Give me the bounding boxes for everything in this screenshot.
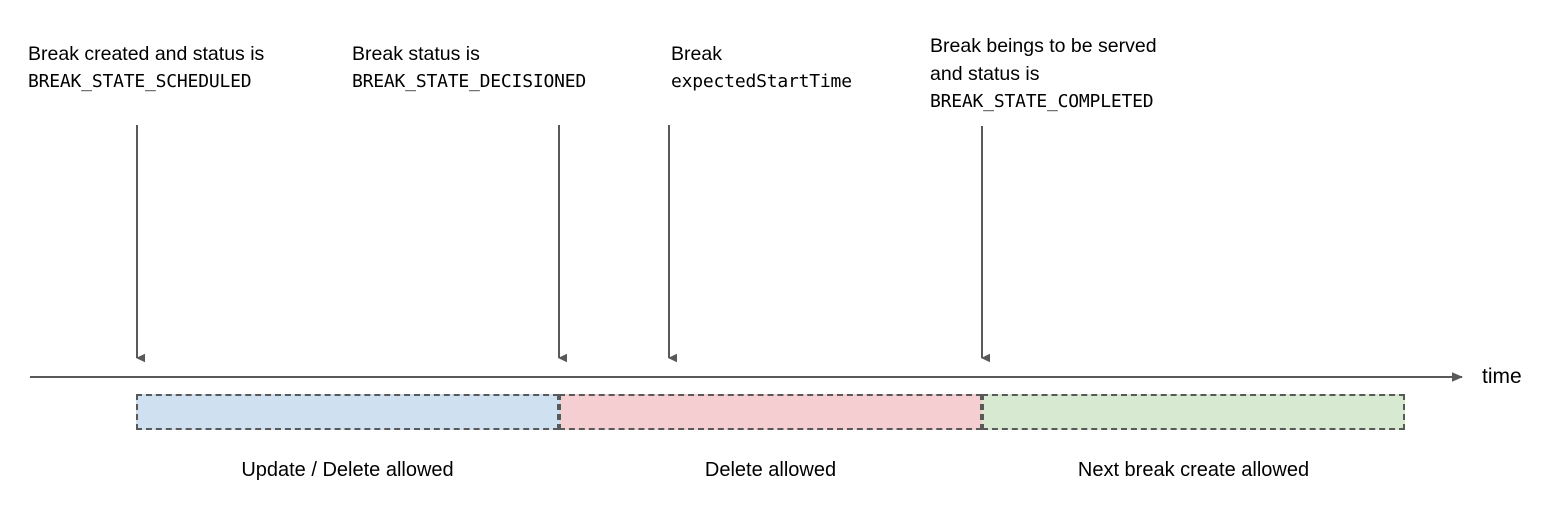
annotation-completed-state-code: BREAK_STATE_COMPLETED — [930, 91, 1154, 112]
time-axis-label: time — [1482, 365, 1522, 388]
annotation-decisioned-line-1: Break status is — [352, 43, 480, 65]
annotation-completed-line-2: and status is — [930, 63, 1040, 85]
annotation-expected-start-time-field: expectedStartTime — [671, 71, 852, 92]
phase-caption-delete-allowed: Delete allowed — [704, 459, 837, 481]
annotation-completed: Break beings to be served and status is … — [930, 32, 1157, 116]
annotation-expected-start-time-line-1: Break — [671, 43, 722, 65]
phase-bar-next-break-create-allowed — [982, 394, 1405, 430]
annotation-scheduled-state-code: BREAK_STATE_SCHEDULED — [28, 71, 252, 92]
annotation-expected-start-time: Break expectedStartTime — [671, 40, 852, 96]
annotation-scheduled: Break created and status is BREAK_STATE_… — [28, 40, 264, 96]
phase-caption-next-break-create-allowed: Next break create allowed — [1077, 459, 1310, 481]
phase-caption-update-delete-allowed: Update / Delete allowed — [241, 459, 454, 481]
annotation-scheduled-line-1: Break created and status is — [28, 43, 265, 65]
phase-bar-delete-allowed — [559, 394, 982, 430]
annotation-decisioned: Break status is BREAK_STATE_DECISIONED — [352, 40, 586, 96]
phase-bar-update-delete-allowed — [136, 394, 559, 430]
annotation-completed-line-1: Break beings to be served — [930, 35, 1157, 57]
annotation-decisioned-state-code: BREAK_STATE_DECISIONED — [352, 71, 587, 92]
